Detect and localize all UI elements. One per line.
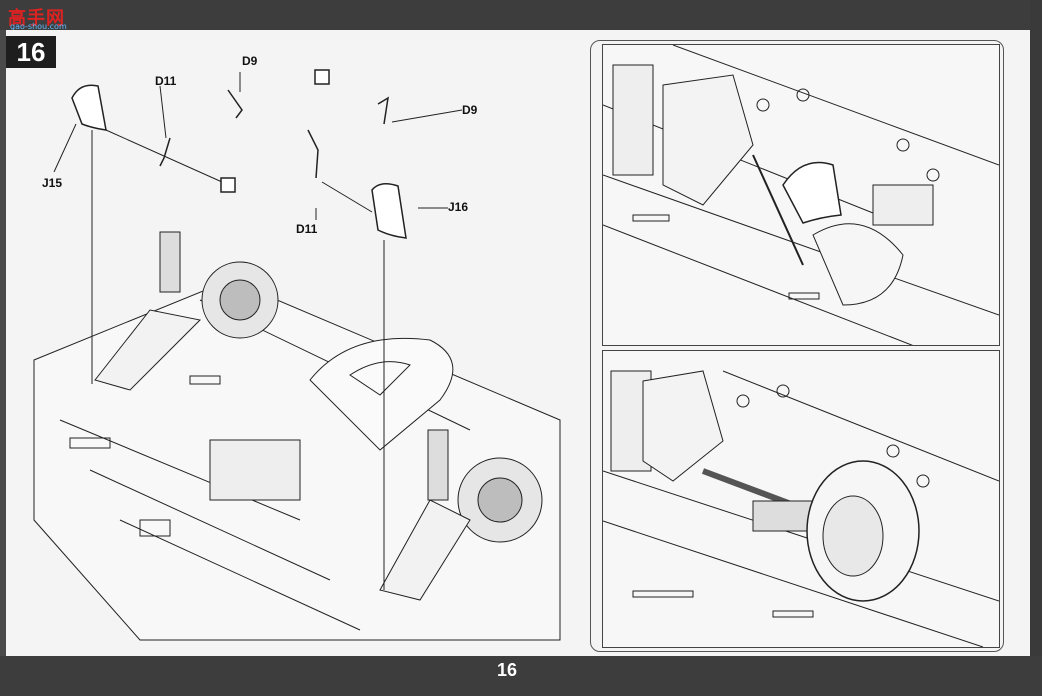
callout-j15: J15 xyxy=(42,176,63,190)
watermark-url: gao-shou.com xyxy=(10,22,67,31)
page-spine xyxy=(1030,0,1042,696)
left-exhaust xyxy=(159,231,181,293)
part-j16 xyxy=(371,183,407,239)
wing-panel-lines xyxy=(59,299,471,631)
callout-d11-bottom: D11 xyxy=(296,222,318,236)
bottom-bar xyxy=(0,656,1042,696)
callout-j16: J16 xyxy=(448,200,469,214)
step-number-badge: 16 xyxy=(6,36,56,68)
right-gear-strut xyxy=(379,499,471,601)
callout-d9-top: D9 xyxy=(242,54,258,68)
main-assembly-illustration xyxy=(33,69,561,641)
top-bar xyxy=(0,0,1042,30)
right-exhaust xyxy=(427,429,449,501)
callout-d11-left: D11 xyxy=(155,74,177,88)
fuselage-slot xyxy=(349,361,411,396)
part-d9-left xyxy=(227,89,243,119)
page-number: 16 xyxy=(497,660,518,680)
part-j15 xyxy=(71,84,107,131)
detail-view-top xyxy=(602,44,1000,346)
part-d11-right xyxy=(307,129,319,179)
watermark-logo: 高手网 xyxy=(8,8,65,28)
left-gear-strut xyxy=(94,309,202,391)
glue-symbol-left xyxy=(220,177,236,193)
arrow-j15-head xyxy=(105,129,223,183)
detail-illustration-top xyxy=(603,45,999,345)
detail-view-bottom xyxy=(602,350,1000,648)
detail-illustration-bottom xyxy=(603,370,999,647)
part-d9-right xyxy=(377,96,389,125)
callout-d9-right: D9 xyxy=(462,103,478,117)
glue-symbol-top xyxy=(314,69,330,85)
gear-bay xyxy=(209,439,301,501)
arrow-j16-head xyxy=(321,181,373,213)
part-d11-left xyxy=(159,137,171,167)
